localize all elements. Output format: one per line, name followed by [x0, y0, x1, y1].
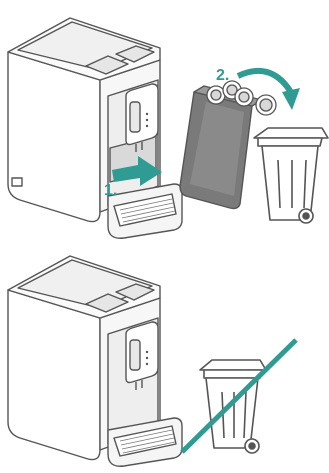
panel-do-not	[8, 256, 296, 466]
machine-body	[8, 52, 100, 222]
bin-lid	[200, 360, 266, 370]
empty-arrow-head	[282, 88, 300, 110]
waste-bin-bottom	[200, 360, 266, 453]
coffee-puck	[235, 88, 253, 106]
coffee-machine-top	[8, 18, 182, 238]
outlet-window	[130, 340, 140, 370]
machine-body	[8, 290, 100, 460]
step-1-label: 1.	[104, 182, 117, 199]
coffee-machine-bottom	[8, 256, 182, 466]
coffee-puck	[207, 86, 225, 104]
panel-step-1-2: 1. 2.	[8, 18, 328, 238]
power-switch	[12, 178, 22, 186]
outlet-window	[130, 102, 140, 132]
step-2-label: 2.	[216, 67, 229, 84]
waste-bin-top	[254, 128, 328, 223]
bin-lid	[254, 128, 328, 138]
bin-body	[262, 146, 318, 220]
coffee-puck	[256, 95, 276, 115]
